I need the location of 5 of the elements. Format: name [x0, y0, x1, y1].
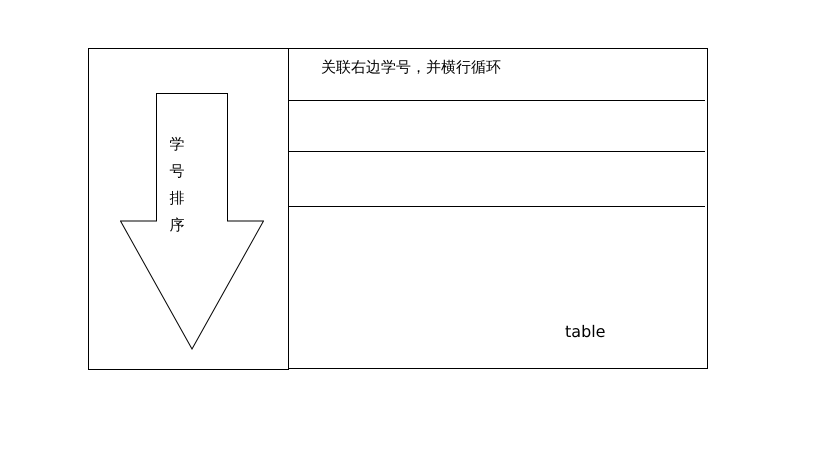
vertical-label: 学号排序 — [169, 134, 185, 236]
header-text: 关联右边学号，并横行循环 — [321, 58, 501, 77]
table-panel — [288, 48, 708, 369]
down-arrow-shape — [120, 93, 264, 350]
table-label: table — [565, 322, 606, 341]
